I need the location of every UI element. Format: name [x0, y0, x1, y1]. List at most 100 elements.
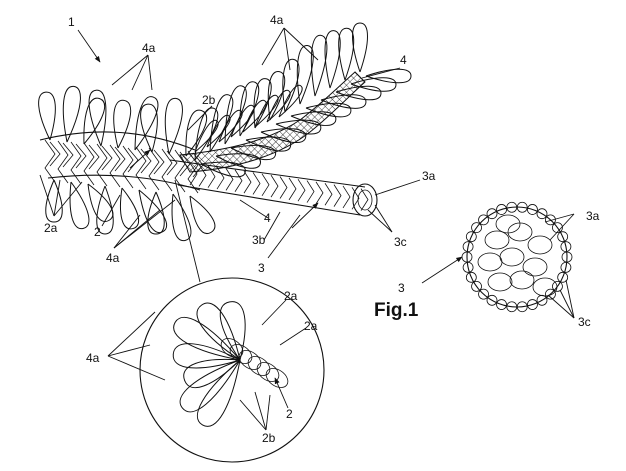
- loop: [147, 191, 165, 235]
- figure-title: Fig.1: [374, 300, 419, 321]
- strand-section-3c: [561, 251, 573, 263]
- braid-strand: [161, 148, 173, 192]
- braid-strand: [96, 143, 108, 187]
- strand-section-3a: [509, 270, 535, 290]
- strand-section-3c: [462, 261, 474, 273]
- strand-section-3c: [560, 261, 572, 273]
- loop: [230, 104, 255, 138]
- loop: [69, 181, 90, 229]
- braid-strand: [187, 150, 199, 194]
- detail-view: [139, 179, 325, 463]
- loop: [209, 94, 234, 153]
- loop: [296, 45, 314, 105]
- loop: [62, 85, 81, 143]
- strand-section-3c: [471, 222, 482, 234]
- loop: [352, 22, 368, 73]
- strand-section-3a: [495, 214, 521, 234]
- loop: [189, 195, 216, 235]
- braid-strand: [351, 187, 360, 210]
- loop: [242, 99, 267, 133]
- braid-strand: [270, 174, 279, 198]
- strand-section-3c: [527, 204, 538, 215]
- braid-strand: [220, 338, 244, 358]
- strand-section-3c: [557, 271, 569, 283]
- loop: [267, 71, 286, 121]
- label-3-middle: 3: [258, 261, 265, 275]
- strand-section-3c: [465, 271, 477, 283]
- loop: [179, 359, 241, 413]
- loop: [197, 359, 241, 427]
- strand-section-3c: [536, 294, 548, 306]
- middle-loop-row: [194, 84, 303, 153]
- cross-section: [461, 201, 573, 313]
- braid-strand: [101, 145, 113, 171]
- loop-band: [179, 71, 366, 173]
- strand-section-3c: [471, 280, 482, 292]
- braid-strand: [198, 164, 207, 187]
- loop: [164, 97, 183, 155]
- braid-strand: [261, 173, 270, 197]
- arrow-3b: [291, 202, 319, 229]
- loop: [113, 99, 132, 149]
- left-loop-cluster: [38, 85, 216, 241]
- braid-strand: [243, 170, 252, 194]
- loop: [185, 109, 207, 157]
- braid-strand: [225, 168, 234, 191]
- strand-section-3c: [516, 201, 528, 213]
- loop: [140, 103, 158, 153]
- braid-strand: [148, 147, 160, 191]
- loop: [338, 27, 355, 81]
- label-1: 1: [68, 15, 75, 29]
- strand-section-3c: [557, 231, 569, 243]
- braid-strand: [83, 142, 95, 186]
- label-2b-top: 2b: [202, 93, 216, 107]
- strand-section-3c: [536, 208, 548, 220]
- label-2a-detail-1: 2a: [284, 289, 298, 303]
- braid-strand: [279, 176, 288, 199]
- loop: [219, 301, 246, 361]
- strand-section-3c: [506, 201, 518, 213]
- loop: [96, 185, 114, 235]
- label-4a-bottom-left: 4a: [106, 251, 120, 265]
- strand-section-3a: [487, 272, 513, 292]
- braid-strand: [174, 149, 186, 193]
- strand-section-3c: [486, 294, 498, 306]
- strand-section-3c: [560, 241, 572, 253]
- braid-strand: [324, 183, 333, 206]
- loop: [239, 81, 260, 137]
- label-3-section: 3: [398, 281, 405, 295]
- label-4-middle: 4: [264, 211, 271, 225]
- strand-section-3a: [522, 257, 548, 277]
- label-4a-detail: 4a: [86, 351, 100, 365]
- braid-strand: [207, 165, 216, 188]
- loop: [138, 189, 168, 234]
- label-3c-right: 3c: [394, 235, 407, 249]
- loop: [266, 89, 291, 123]
- loop: [87, 183, 114, 223]
- core-rope: [39, 131, 204, 194]
- loop: [310, 34, 328, 97]
- loop: [183, 358, 241, 389]
- braid-strand: [234, 169, 243, 192]
- arrow-outer-3: [421, 256, 463, 284]
- label-2-detail: 2: [286, 407, 293, 421]
- braid-strand: [297, 178, 306, 202]
- label-2a-detail-2: 2a: [304, 319, 318, 333]
- loop: [350, 77, 397, 92]
- loop: [218, 109, 243, 143]
- braid-strand: [238, 350, 262, 370]
- braid-strand: [166, 150, 178, 176]
- braid-strand: [342, 185, 351, 209]
- arrow-rope-1: [77, 29, 101, 63]
- label-4-top: 4: [400, 53, 407, 67]
- braid-strand: [109, 144, 121, 188]
- label-2b-detail: 2b: [262, 431, 276, 445]
- loop: [196, 302, 241, 361]
- strand-section-3c: [465, 231, 477, 243]
- braid-strand: [135, 146, 147, 190]
- braid-strand: [114, 146, 126, 172]
- loop: [282, 58, 300, 113]
- strand-section-3c: [478, 214, 489, 226]
- strand-section-3a: [532, 277, 558, 297]
- loop: [88, 89, 107, 147]
